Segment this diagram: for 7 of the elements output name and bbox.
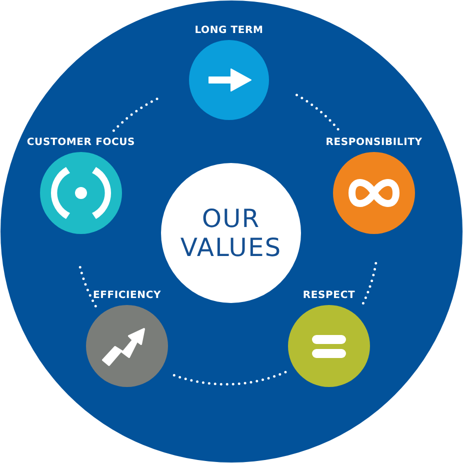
center-title: OUR VALUES [179, 204, 283, 262]
value-label: CUSTOMER FOCUS [26, 137, 136, 149]
value-label: LONG TERM [194, 25, 264, 37]
value-label: RESPONSIBILITY [326, 137, 422, 149]
value-label: EFFICIENCY [92, 290, 162, 302]
value-label: RESPECT [302, 290, 356, 302]
dotted-connector [296, 94, 342, 133]
